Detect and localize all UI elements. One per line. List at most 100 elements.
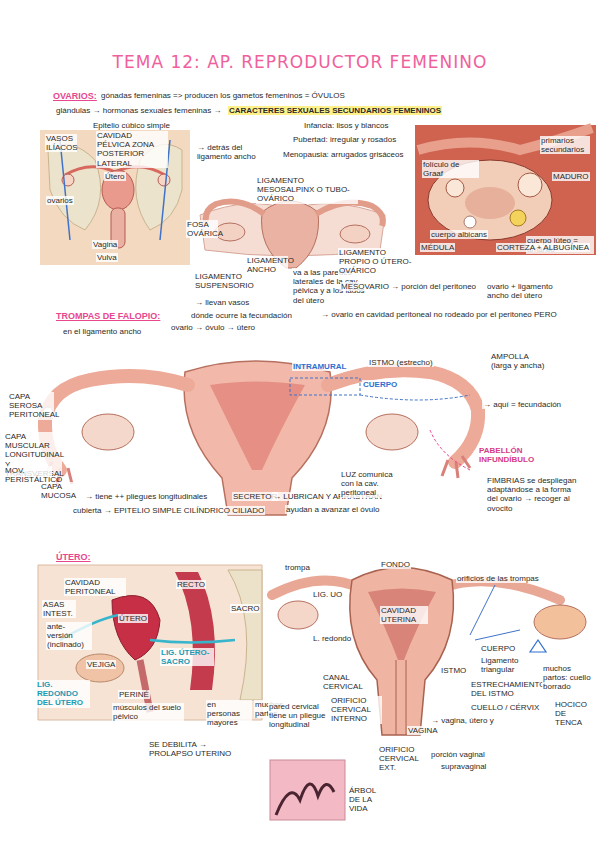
ovary-panel	[415, 125, 596, 255]
annotation-label: MÉDULA	[420, 243, 455, 252]
tube	[45, 376, 188, 470]
section-heading: ÚTERO:	[55, 552, 92, 562]
annotation-label: CUERPO	[480, 644, 516, 653]
annotation-label: ISTMO (estrecho)	[368, 358, 434, 367]
annotation-label: Útero	[104, 172, 126, 181]
inset	[270, 760, 345, 820]
fimbriae	[442, 456, 470, 478]
annotation-label: CAPA MUCOSA	[40, 482, 78, 500]
ovary	[82, 414, 134, 450]
pelvis-panel	[40, 130, 190, 265]
annotation-label: AMPOLLA (larga y ancha)	[490, 352, 550, 370]
ovary	[158, 174, 170, 186]
annotation-label: CORTEZA + ALBUGÍNEA	[496, 243, 590, 252]
annotation-label: CAVIDAD PÉLVICA ZONA POSTERIOR LATERAL	[96, 131, 168, 168]
hip-bone	[48, 144, 101, 230]
corpus-albicans	[464, 216, 476, 228]
region-outline	[430, 430, 470, 470]
annotation-label: ayudan a avanzar el óvulo	[285, 505, 380, 514]
annotation-label: CANAL CERVICAL	[322, 673, 368, 691]
annotation-label: Infancia: lisos y blancos	[303, 121, 390, 130]
annotation-label: MADURO	[552, 172, 590, 181]
bladder	[76, 654, 124, 682]
uterus	[112, 596, 160, 661]
medulla	[465, 187, 515, 219]
annotation-label: glándulas → hormonas sexuales femeninas …	[55, 106, 222, 115]
annotation-label: Menopausia: arrugados grisáceos	[282, 150, 405, 159]
annotation-label: LIG. ÚTERO-SACRO	[160, 648, 214, 666]
annotation-label: ASAS INTEST.	[42, 600, 76, 618]
annotation-label: → ovario en cavidad peritoneal no rodead…	[320, 310, 558, 319]
annotation-label: ÚTERO	[118, 614, 148, 623]
annotation-label: Ligamento triangular	[480, 656, 526, 674]
annotation-label: VAGINA	[407, 726, 439, 735]
annotation-label: Vulva	[96, 253, 118, 262]
annotation-label: folículo de Graaf	[422, 160, 479, 178]
annotation-label: → detrás del ligamento ancho	[196, 143, 268, 161]
follicle	[446, 179, 464, 197]
annotation-label: Pubertad: irregular y rosados	[292, 135, 397, 144]
annotation-label: SE DEBILITA → PROLAPSO UTERINO	[148, 740, 240, 758]
annotation-label: cuerpo albicans	[430, 230, 488, 239]
ovary	[534, 605, 586, 639]
annotation-label: → vagina, útero y	[430, 716, 495, 725]
annotation-label: dónde ocurre la fecundación	[190, 311, 293, 320]
annotation-label: ovario + ligamento ancho del útero	[486, 282, 568, 300]
annotation-label: ORIFICIO CERVICAL INTERNO	[330, 696, 382, 724]
tube	[206, 202, 264, 222]
annotation-label: orificios de las trompas	[456, 574, 540, 583]
region-outline	[290, 378, 360, 395]
annotation-label: FOSA OVÁRICA	[186, 220, 218, 238]
annotation-label: LIGAMENTO MESOSALPINX O TUBO-OVÁRICO	[256, 176, 358, 204]
section-heading: OVARIOS:	[52, 91, 98, 101]
annotation-label: gónadas femeninas => producen los gameto…	[100, 91, 346, 100]
annotation-label: PERINÉ	[118, 690, 150, 699]
annotation-label: ovario → óvulo → útero	[170, 323, 256, 332]
sacrum	[228, 570, 262, 700]
follicle	[518, 173, 542, 197]
annotation-label: Vagina	[92, 240, 118, 249]
page-title: TEMA 12: AP. REPRODUCTOR FEMENINO	[0, 52, 600, 72]
annotation-label: LIG. REDONDO DEL ÚTERO	[36, 680, 90, 708]
annotation-label: RECTO	[176, 580, 206, 589]
annotation-label: porción vaginal	[430, 750, 486, 759]
annotation-label: FONDO	[380, 560, 411, 569]
annotation-label: CAPA SEROSA PERITONEAL	[8, 392, 54, 420]
annotation-label: VEJIGA	[86, 660, 116, 669]
annotation-label: en personas mayores	[206, 700, 252, 728]
annotation-label: INTRAMURAL	[292, 362, 347, 371]
cervical-canal	[396, 660, 406, 735]
annotation-label: ESTRECHAMIENTO DEL ISTMO	[470, 680, 540, 698]
annotation-label: pared cervical tiene un pliegue longitud…	[268, 702, 328, 730]
triangle-symbol	[530, 640, 546, 652]
annotation-label: HOCICO DE TENCA	[554, 700, 596, 728]
annotation-label: LIGAMENTO PROPIO O ÚTERO-OVÁRICO	[338, 248, 415, 276]
ligament	[470, 585, 520, 640]
annotation-label: en el ligamento ancho	[62, 327, 142, 336]
region-outline	[360, 395, 470, 400]
uterus	[102, 170, 134, 210]
annotation-label: LIG. UO	[312, 590, 343, 599]
ovary	[340, 225, 370, 243]
ovary	[278, 601, 318, 629]
corpus-luteum	[510, 210, 526, 226]
annotation-label: ovarios	[46, 196, 74, 205]
annotation-label: PABELLÓN INFUNDÍBULO	[478, 446, 542, 464]
annotation-label: Epitelio cúbico simple	[92, 121, 171, 130]
annotation-label: L. redondo	[312, 634, 352, 643]
annotation-label: trompa	[284, 563, 311, 572]
annotation-label: MESOVARIO → porción del peritoneo	[340, 282, 477, 291]
annotation-label: ORIFICIO CERVICAL EXT.	[378, 745, 426, 773]
annotation-label: CAVIDAD PERITONEAL	[64, 578, 126, 596]
annotation-label: LIGAMENTO SUSPENSORIO	[194, 272, 256, 290]
annotation-label: CAVIDAD UTERINA	[380, 606, 428, 624]
ovary	[366, 414, 418, 450]
annotation-label: ISTMO	[440, 666, 467, 675]
ovary	[215, 223, 245, 241]
section-heading: TROMPAS DE FALOPIO:	[55, 311, 161, 321]
annotation-label: cubierta → EPITELIO SIMPLE CILÍNDRICO CI…	[72, 506, 265, 515]
annotation-label: músculos del suelo pélvico	[112, 703, 184, 721]
annotation-label: LUZ comunica con la cav. peritoneal	[340, 470, 404, 498]
arbor-vitae	[276, 784, 334, 815]
